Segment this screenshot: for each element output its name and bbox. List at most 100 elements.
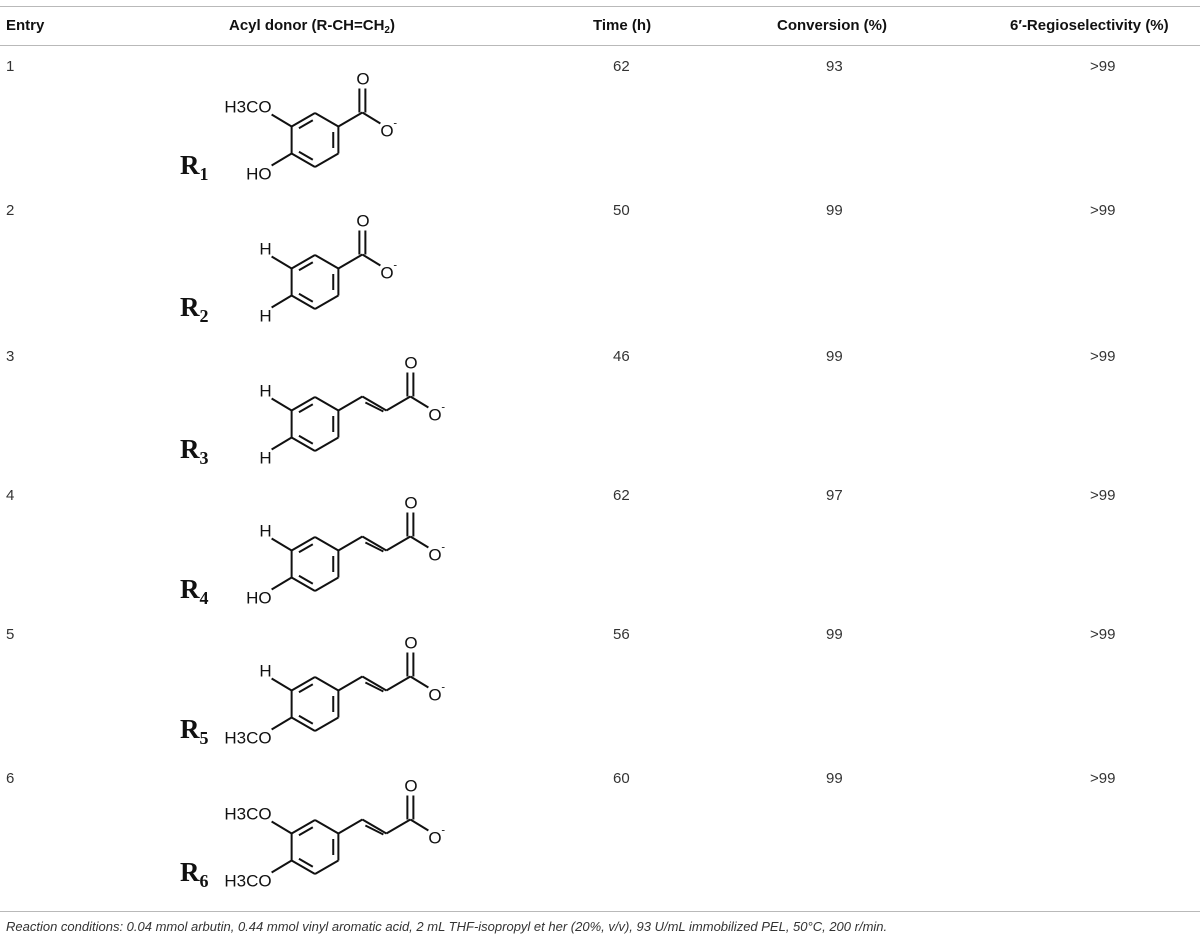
time-cell: 62 (613, 487, 630, 504)
header-acyl-donor-text: Acyl donor (R-CH=CH (229, 17, 385, 34)
ring-bond (314, 254, 339, 270)
substituent-bond-top (271, 397, 293, 412)
substituent-bottom: HO (246, 589, 271, 608)
ring-bond (291, 396, 316, 412)
carboxylate-bond (409, 818, 429, 832)
negative-charge: - (441, 825, 445, 837)
carboxylate-bond (361, 253, 381, 267)
substituent-bond-bottom (271, 716, 293, 731)
ring-double-bond (298, 714, 314, 725)
chain-bond (337, 535, 363, 552)
substituent-bottom: H3CO (224, 729, 271, 748)
ring-bond (314, 396, 339, 412)
ring-bond (314, 676, 339, 692)
header-time: Time (h) (593, 17, 652, 34)
carbonyl-oxygen: O (356, 212, 369, 231)
carbonyl-oxygen: O (404, 494, 417, 513)
ring-bond (291, 859, 316, 875)
ring-bond (291, 254, 316, 270)
regioselectivity-cell: >99 (1090, 348, 1116, 365)
r-label: R2 (180, 292, 209, 326)
r-label-number: 5 (200, 728, 209, 748)
ring-bond (291, 152, 316, 168)
conversion-cell: 93 (826, 58, 843, 75)
conversion-cell: 99 (826, 770, 843, 787)
regioselectivity-cell: >99 (1090, 58, 1116, 75)
chain-bond (337, 395, 363, 412)
r-label-number: 4 (200, 588, 209, 608)
ring-bond (314, 294, 339, 310)
header-regioselectivity: 6′-Regioselectivity (%) (1010, 17, 1169, 34)
ring-double-bond (298, 292, 314, 303)
regioselectivity-cell: >99 (1090, 770, 1116, 787)
r-label: R6 (180, 857, 209, 891)
entry-cell: 3 (6, 348, 15, 365)
ring-bond (291, 676, 316, 692)
ring-bond (314, 819, 339, 835)
ring-double-bond (298, 543, 314, 554)
carbonyl-oxygen: O (404, 777, 417, 796)
table-bottom-rule (0, 911, 1200, 912)
substituent-top: H (259, 382, 271, 401)
substituent-bond-bottom (271, 152, 293, 167)
vinyl-double-bond-inner (364, 541, 384, 553)
substituent-bond-top (271, 255, 293, 270)
substituent-top: H (259, 662, 271, 681)
substituent-top: H3CO (224, 805, 271, 824)
chain-bond (337, 818, 363, 835)
conversion-cell: 99 (826, 348, 843, 365)
vinyl-double-bond (361, 535, 387, 552)
carboxylate-oxygen: O (428, 829, 441, 848)
carboxylate-oxygen: O (380, 122, 393, 141)
entry-cell: 1 (6, 58, 15, 75)
negative-charge: - (441, 542, 445, 554)
table-footnote: Reaction conditions: 0.04 mmol arbutin, … (6, 919, 888, 934)
substituent-bond-bottom (271, 859, 293, 874)
ring-double-bond (298, 150, 314, 161)
entry-cell: 4 (6, 487, 15, 504)
regioselectivity-cell: >99 (1090, 626, 1116, 643)
ring-bond (314, 859, 339, 875)
carboxylate-oxygen: O (428, 406, 441, 425)
r-label: R3 (180, 434, 209, 468)
substituent-bond-bottom (271, 576, 293, 591)
chain-bond (385, 675, 411, 692)
substituent-bottom: H (259, 449, 271, 468)
substituent-top: H (259, 522, 271, 541)
substituent-bond-top (271, 677, 293, 692)
r-label-letter: R (180, 434, 200, 464)
ring-double-bond (298, 434, 314, 445)
r-label-number: 6 (200, 871, 209, 891)
header-acyl-donor-close: ) (389, 17, 395, 34)
vinyl-double-bond (361, 818, 387, 835)
ring-double-bond (298, 683, 314, 694)
carboxylate-bond (409, 395, 429, 409)
entry-cell: 6 (6, 770, 15, 787)
chain-bond (385, 818, 411, 835)
carbonyl-oxygen: O (404, 634, 417, 653)
negative-charge: - (441, 402, 445, 414)
vinyl-double-bond-inner (364, 681, 384, 693)
vinyl-double-bond (361, 675, 387, 692)
chain-bond (337, 675, 363, 692)
chain-bond (337, 111, 363, 128)
conversion-cell: 97 (826, 487, 843, 504)
ring-bond (291, 112, 316, 128)
vinyl-double-bond-inner (364, 824, 384, 836)
negative-charge: - (393, 118, 397, 130)
carboxylate-bond (409, 535, 429, 549)
carboxylate-oxygen: O (380, 264, 393, 283)
r-label: R4 (180, 574, 209, 608)
ring-double-bond (298, 826, 314, 837)
carbonyl-oxygen: O (356, 70, 369, 89)
r-label-number: 2 (200, 306, 209, 326)
conversion-cell: 99 (826, 202, 843, 219)
carbonyl-oxygen: O (404, 354, 417, 373)
negative-charge: - (441, 682, 445, 694)
ring-bond (291, 819, 316, 835)
substituent-bond-top (271, 537, 293, 552)
